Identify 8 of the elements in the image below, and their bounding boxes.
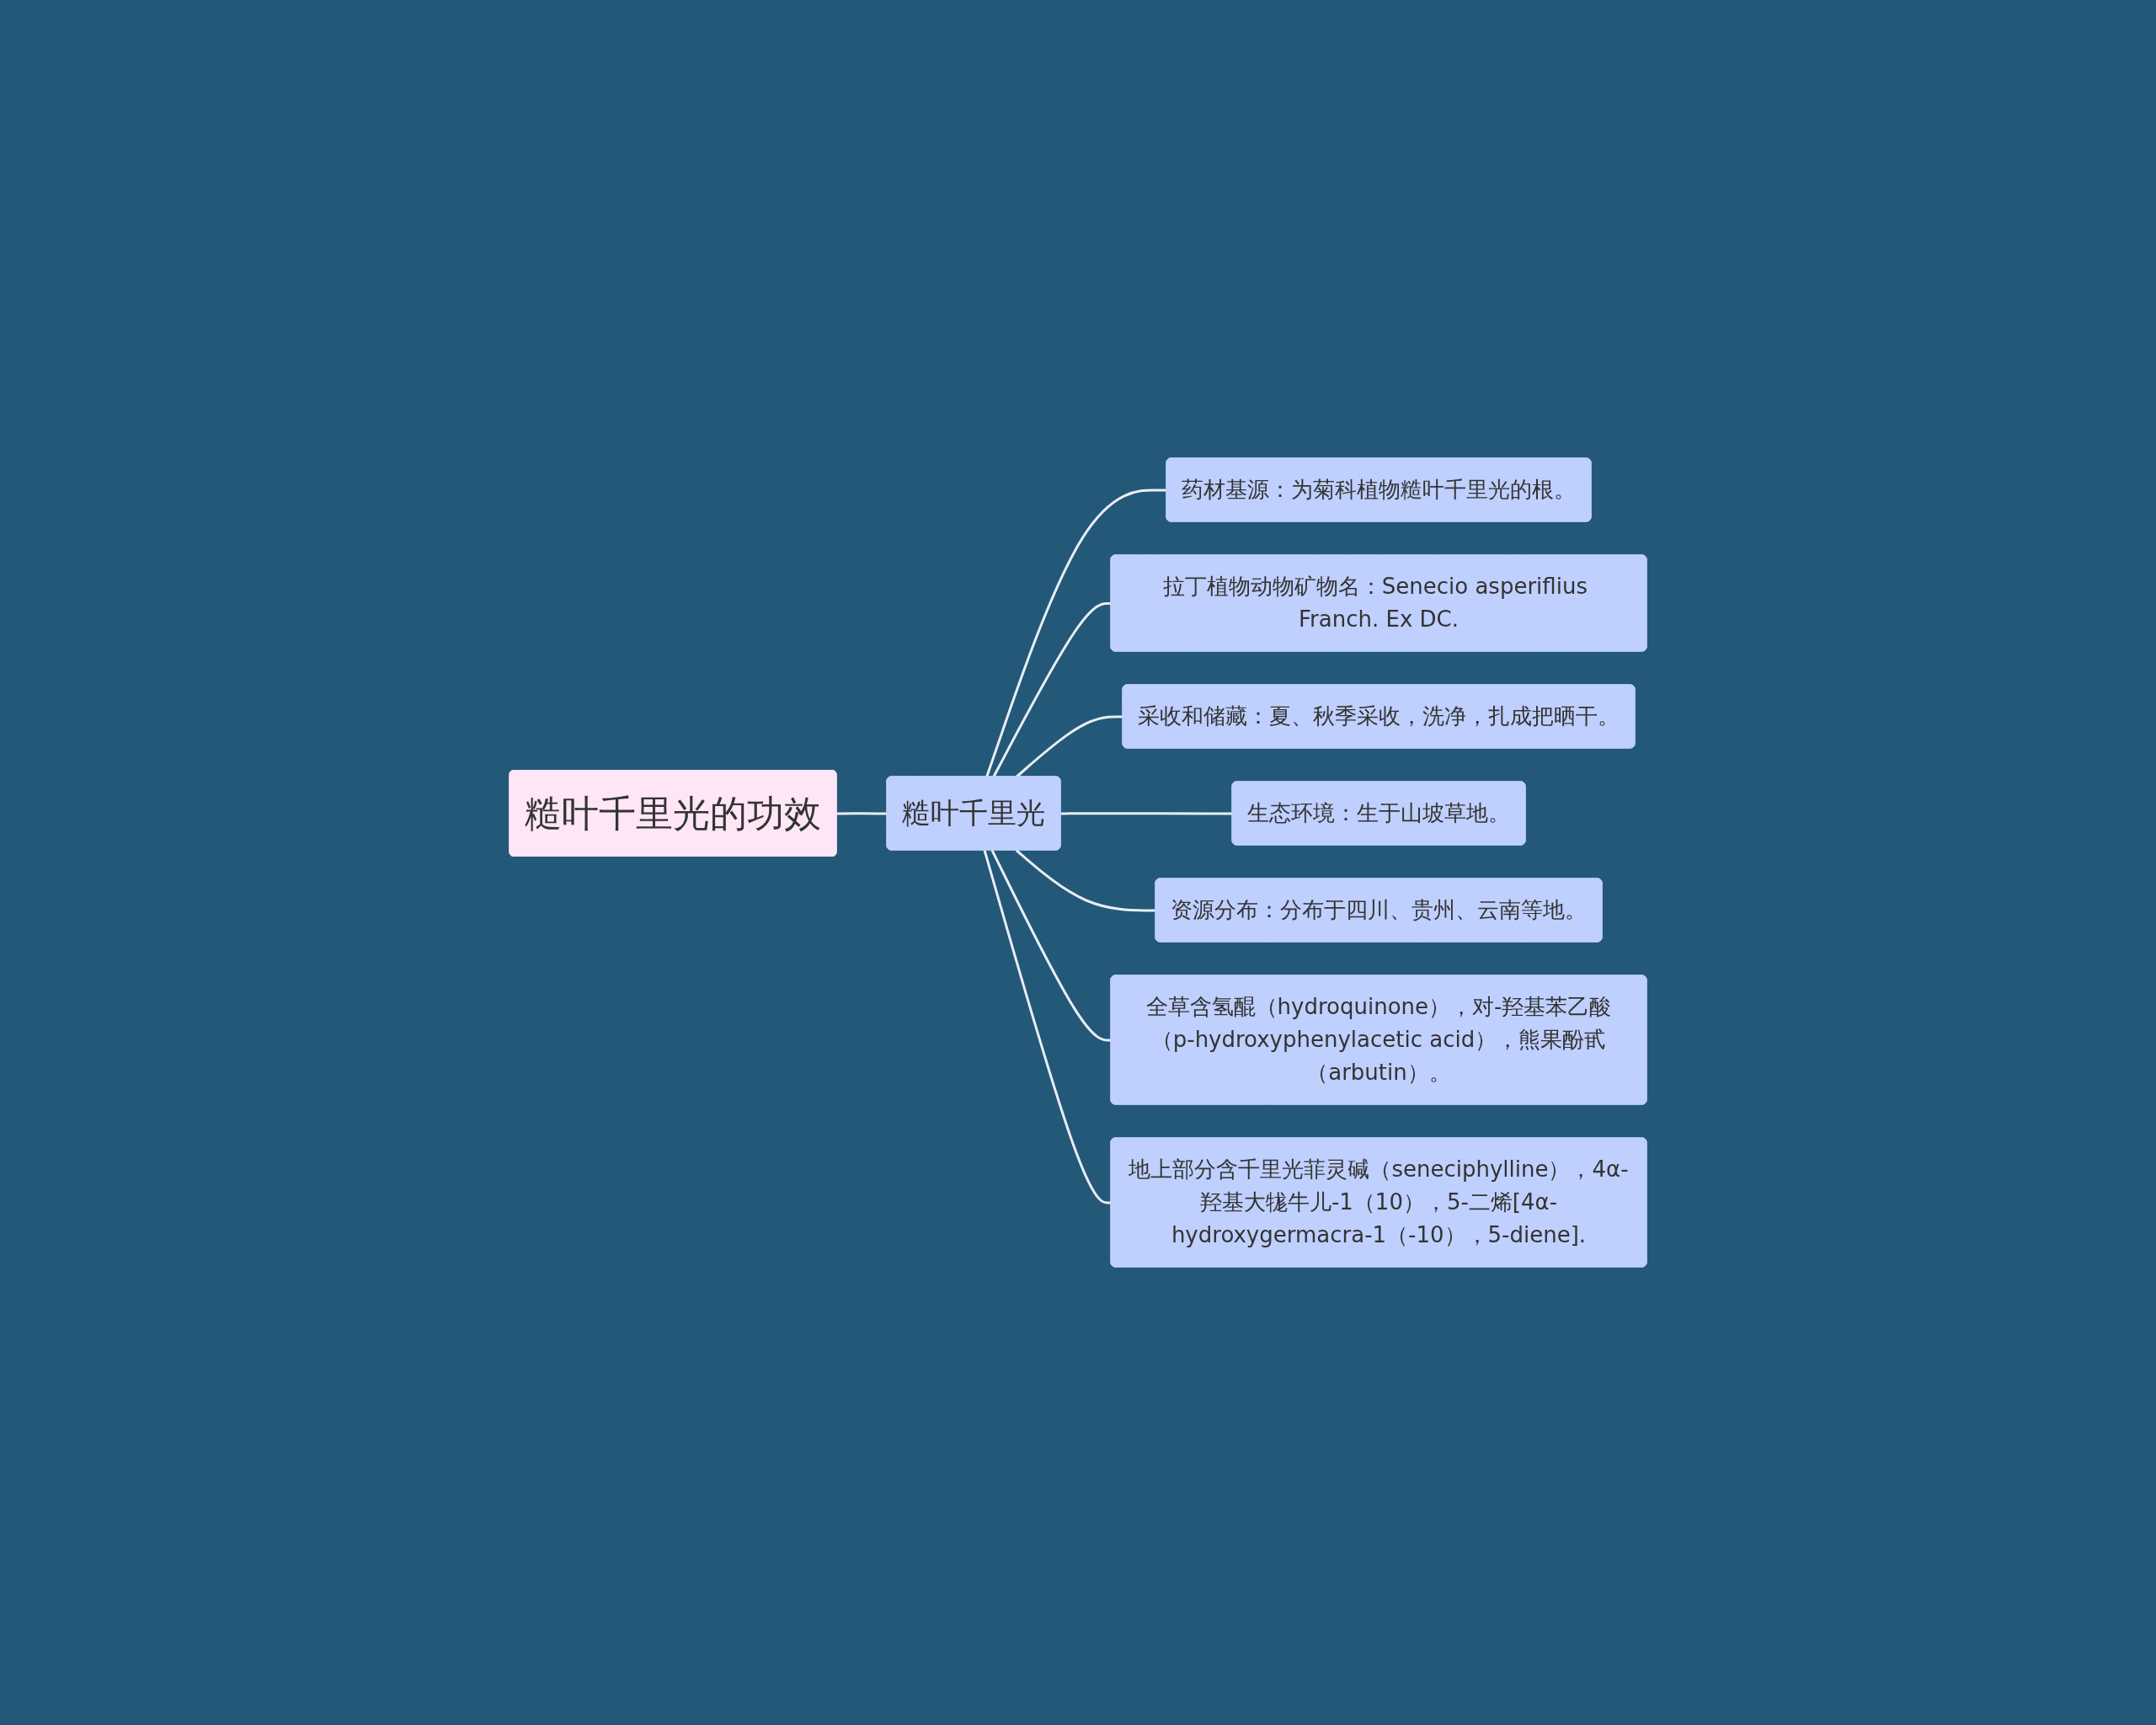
connector (990, 849, 1112, 1042)
connector (983, 850, 1112, 1204)
connector (1060, 812, 1233, 815)
connector (985, 489, 1167, 777)
connector (992, 601, 1112, 778)
connector (1015, 715, 1123, 778)
connector (836, 812, 888, 815)
connector (1015, 849, 1156, 912)
